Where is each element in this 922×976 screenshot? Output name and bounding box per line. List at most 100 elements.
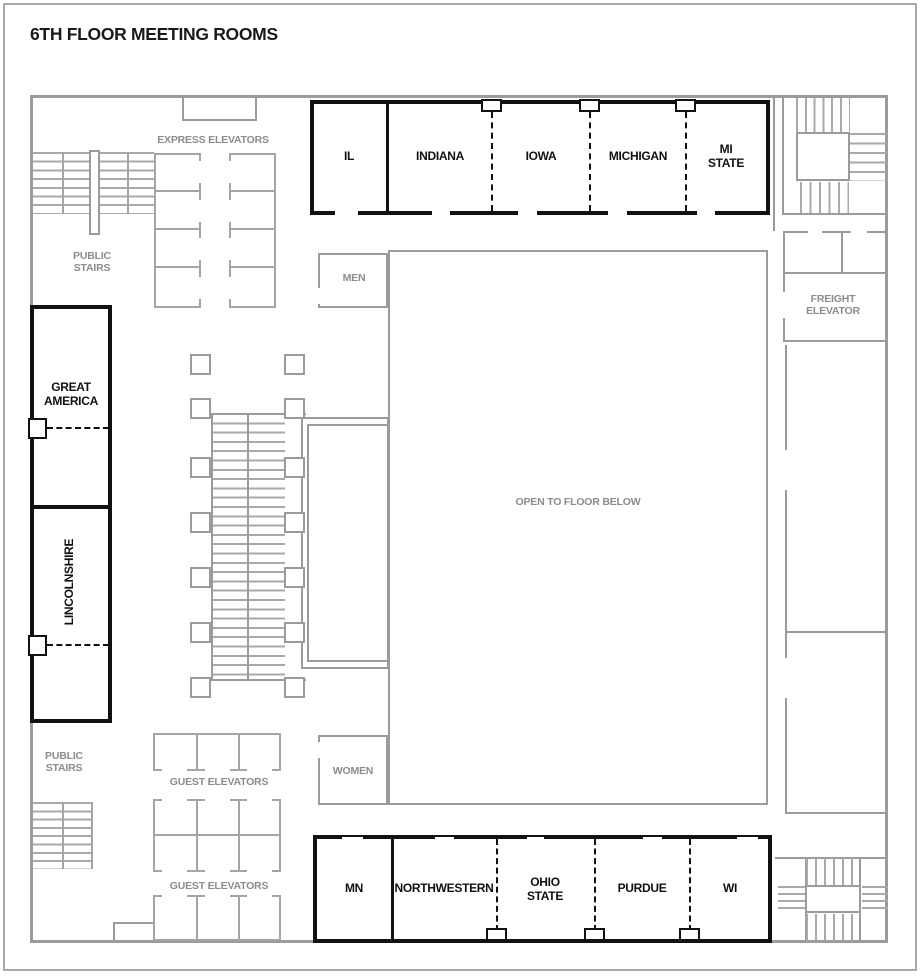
elevator-door-gap xyxy=(205,893,230,900)
page-title: 6TH FLOOR MEETING ROOMS xyxy=(30,24,278,44)
wall xyxy=(154,228,201,230)
wall xyxy=(229,266,276,268)
elevator-door-gap xyxy=(247,893,272,900)
room-divider-wall xyxy=(30,505,112,509)
column xyxy=(190,677,211,698)
wall xyxy=(785,490,787,631)
wall xyxy=(783,340,888,342)
door-gap xyxy=(643,837,662,844)
stair-divider xyxy=(91,802,93,869)
elevator-door-gap xyxy=(226,200,233,222)
wall xyxy=(785,631,888,633)
atrium xyxy=(388,250,768,805)
air-wall-pocket xyxy=(579,99,600,112)
elevator-door-gap xyxy=(247,797,272,804)
men-label: MEN xyxy=(342,272,366,284)
wall xyxy=(782,213,888,215)
elevator-door-gap xyxy=(162,893,187,900)
door-gap xyxy=(335,209,358,216)
freight-elevator-label: FREIGHT ELEVATOR xyxy=(806,293,860,317)
open-to-floor-below-label: OPEN TO FLOOR BELOW xyxy=(515,496,641,508)
elevator-door-gap xyxy=(162,868,187,875)
room-women xyxy=(318,735,388,805)
stairs-treads xyxy=(862,886,888,913)
elevator-door-gap xyxy=(247,868,272,875)
page-frame xyxy=(3,3,917,971)
elevator-door-gap xyxy=(205,797,230,804)
wall xyxy=(783,318,785,342)
wall xyxy=(196,799,198,872)
wall xyxy=(238,799,240,872)
column xyxy=(284,512,305,533)
room-iowa-label: IOWA xyxy=(525,149,557,163)
stair-divider xyxy=(127,152,129,214)
air-wall-dashed xyxy=(47,644,109,646)
elevator-door-gap xyxy=(247,765,272,772)
elevator-door-gap xyxy=(196,277,203,299)
stair-landing xyxy=(805,885,861,913)
wall xyxy=(785,633,787,658)
door-gap xyxy=(342,837,363,844)
wall xyxy=(113,922,153,941)
room-divider-wall xyxy=(386,100,389,215)
room-michigan-label: MICHIGAN xyxy=(608,149,668,163)
room-wi-label: WI xyxy=(722,881,738,895)
elevator-door-gap xyxy=(226,238,233,260)
wall xyxy=(196,733,198,771)
door-gap xyxy=(527,837,544,844)
wall xyxy=(785,812,888,814)
wall xyxy=(229,190,276,192)
wall xyxy=(154,266,201,268)
stairs-treads xyxy=(806,858,860,885)
column xyxy=(284,677,305,698)
wall xyxy=(782,98,784,215)
air-wall-pocket xyxy=(28,635,47,656)
express-elevators-label: EXPRESS ELEVATORS xyxy=(157,134,269,146)
door-gap xyxy=(697,209,715,216)
column xyxy=(190,512,211,533)
column xyxy=(284,354,305,375)
wall xyxy=(196,895,198,941)
elevator-door-gap xyxy=(226,161,233,183)
air-wall-pocket xyxy=(28,418,47,439)
door-gap xyxy=(435,837,454,844)
column xyxy=(284,622,305,643)
wall xyxy=(783,231,808,233)
stair-rail xyxy=(211,413,213,681)
door-gap xyxy=(608,209,627,216)
elevator-door-gap xyxy=(196,238,203,260)
column xyxy=(190,354,211,375)
room-divider-wall xyxy=(391,835,394,943)
room-great-america-label: GREAT AMERICA xyxy=(44,380,98,408)
wall xyxy=(867,231,888,233)
elevator-door-gap xyxy=(205,765,230,772)
column xyxy=(190,622,211,643)
column xyxy=(284,457,305,478)
stairs-treads xyxy=(850,133,887,181)
air-wall-dashed xyxy=(47,427,109,429)
air-wall-dashed xyxy=(491,112,493,211)
air-wall-pocket xyxy=(675,99,696,112)
room-ohio-state-label: OHIO STATE xyxy=(526,875,564,903)
guest-elevators-upper-label: GUEST ELEVATORS xyxy=(169,776,269,788)
air-wall-pocket xyxy=(584,928,605,941)
door-gap xyxy=(316,742,323,758)
wall xyxy=(841,231,843,272)
wall xyxy=(785,345,787,450)
stair-divider xyxy=(62,802,64,869)
wall xyxy=(783,274,785,292)
air-wall-dashed xyxy=(594,839,596,931)
door-gap xyxy=(316,288,323,304)
elevator-door-gap xyxy=(196,161,203,183)
door-gap xyxy=(518,209,537,216)
column xyxy=(190,398,211,419)
air-wall-dashed xyxy=(496,839,498,931)
elevator-door-gap xyxy=(162,797,187,804)
room-men xyxy=(318,253,388,308)
public-stairs-top-label: PUBLIC STAIRS xyxy=(73,250,111,274)
public-stairs-bottom-label: PUBLIC STAIRS xyxy=(45,750,83,774)
room-lincolnshire-label: LINCOLNSHIRE xyxy=(62,538,76,626)
wall xyxy=(211,679,306,681)
stair-opening-rail-inner xyxy=(307,424,389,662)
